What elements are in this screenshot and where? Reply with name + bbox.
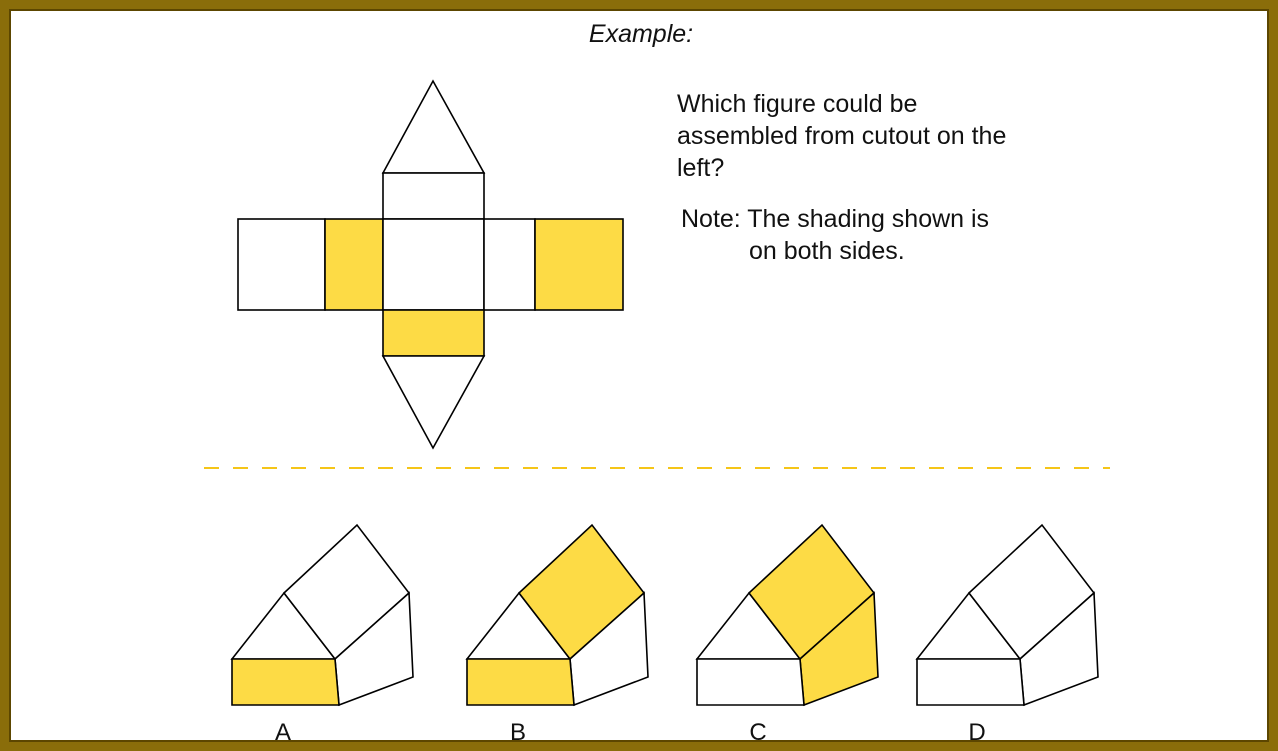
note-line-2: on both sides.	[749, 237, 905, 265]
front-face	[696, 658, 805, 706]
question-line-3: left?	[677, 154, 724, 182]
example-heading: Example:	[589, 20, 693, 48]
net-top-face	[382, 172, 485, 220]
option-c-figure	[695, 523, 879, 707]
net-center-face	[382, 218, 485, 311]
option-b-figure	[465, 523, 649, 707]
question-line-2: assembled from cutout on the	[677, 122, 1006, 150]
front-face	[231, 658, 340, 706]
net-right-face	[483, 218, 536, 311]
front-face	[466, 658, 575, 706]
option-b-label: B	[510, 719, 526, 746]
option-c-label: C	[749, 719, 766, 746]
net-left-end-face	[237, 218, 326, 311]
note-text: Note: The shading shown is on both sides…	[681, 205, 989, 265]
net-bottom-triangle	[381, 355, 486, 450]
net-right-shaded-face	[534, 218, 624, 311]
option-d-label: D	[968, 719, 985, 746]
note-line-1: Note: The shading shown is	[681, 205, 989, 233]
net-bottom-shaded-face	[382, 309, 485, 357]
option-a-label: A	[275, 719, 291, 746]
cutout-net	[237, 79, 624, 450]
net-left-shaded-face	[324, 218, 384, 311]
net-top-triangle	[381, 79, 486, 174]
option-a-figure	[230, 523, 414, 707]
option-d-figure	[915, 523, 1099, 707]
front-face	[916, 658, 1025, 706]
question-line-1: Which figure could be	[677, 90, 917, 118]
question-text: Which figure could be assembled from cut…	[677, 90, 1006, 182]
